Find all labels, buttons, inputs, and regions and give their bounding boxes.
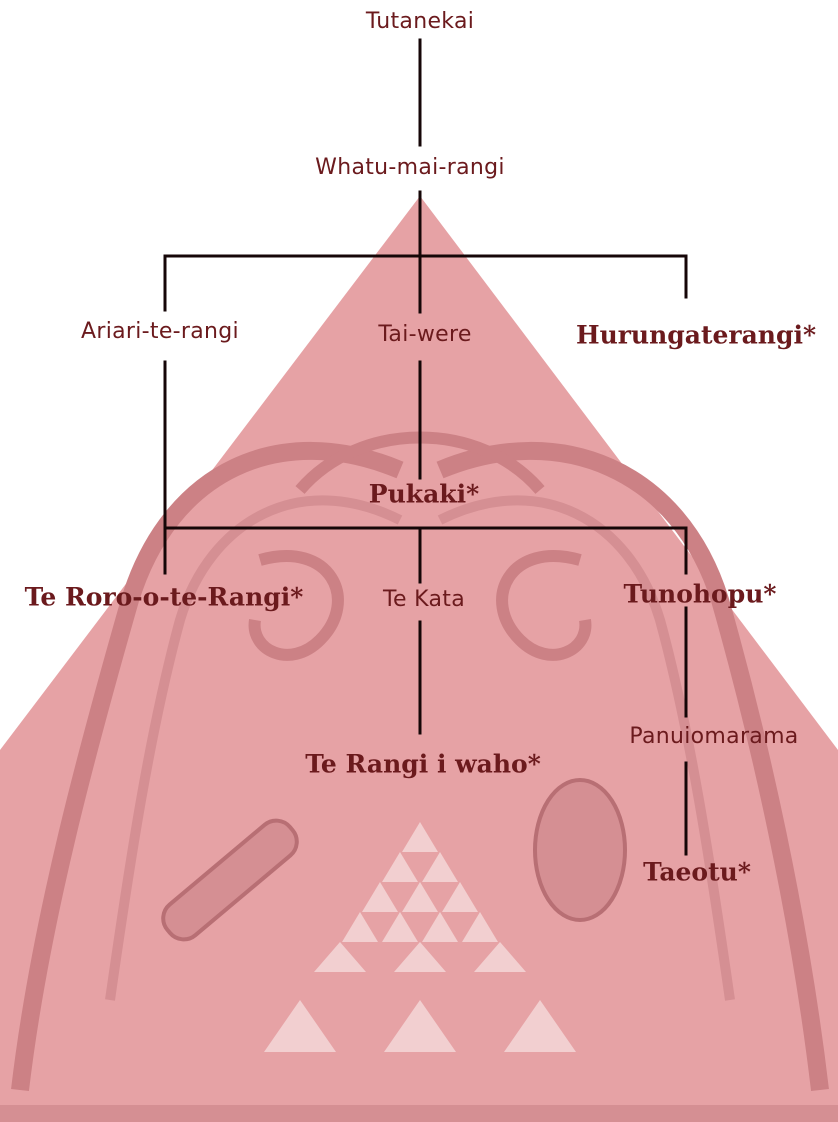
person-te-kata: Te Kata: [383, 589, 465, 611]
person-hurungaterangi: Hurungaterangi*: [576, 323, 816, 348]
person-pukaki: Pukaki*: [369, 482, 479, 507]
person-tutanekai: Tutanekai: [366, 11, 474, 33]
person-tai-were: Tai-were: [378, 324, 471, 346]
person-panuiomarama: Panuiomarama: [629, 726, 798, 748]
person-te-roro-o-te-rangi: Te Roro-o-te-Rangi*: [25, 585, 304, 610]
person-tunohopu: Tunohopu*: [624, 582, 777, 607]
person-whatu-mai-rangi: Whatu-mai-rangi: [315, 157, 505, 179]
person-ariari-te-rangi: Ariari-te-rangi: [81, 321, 239, 343]
bottom-band: [0, 1105, 838, 1122]
person-te-rangi-i-waho: Te Rangi i waho*: [305, 752, 541, 777]
person-taeotu: Taeotu*: [643, 860, 751, 885]
gourd-carving: [535, 780, 625, 920]
